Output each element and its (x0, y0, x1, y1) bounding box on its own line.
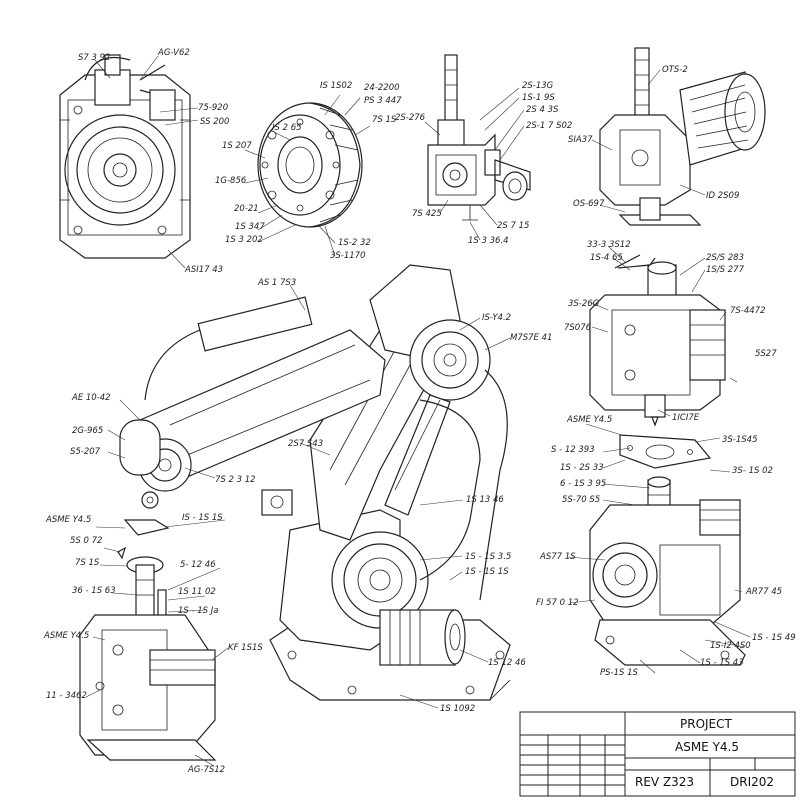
callout-label: ID 2S09 (706, 191, 739, 201)
callout-labels: S7 3 92 AG-V62 75-920 SS 200 ASI17 43 IS… (43, 48, 796, 775)
callout-label: 5S27 (755, 349, 777, 359)
callout-label: 2G-965 (72, 426, 103, 436)
callout-label: SIA37 (568, 135, 593, 145)
callout-label: 2S-1 7 S02 (526, 121, 572, 131)
callout-label: 7S 425 (412, 209, 442, 219)
callout-label: AR77 45 (745, 587, 782, 597)
callout-label: 1S - 1S Ja (178, 606, 219, 616)
callout-label: M7S7E 41 (510, 333, 552, 343)
callout-label: 33-3 3S12 (587, 240, 631, 250)
callout-label: AE 10-42 (71, 393, 111, 403)
title-block-revision: REV Z323 (635, 775, 694, 789)
callout-label: IS 1S02 (320, 81, 352, 91)
callout-label: 1S 3 36.4 (468, 236, 509, 246)
callout-label: 1S 13 46 (466, 495, 504, 505)
callout-label: ASME Y4.5 (45, 515, 91, 525)
callout-label: 3S-1170 (330, 251, 366, 261)
callout-label: SS 200 (200, 117, 229, 127)
callout-label: 7S 1S (75, 558, 100, 568)
callout-label: 2S/S 283 (706, 253, 744, 263)
vertical-spindle-block (427, 54, 531, 221)
callout-label: 36 - 1S 63 (72, 586, 116, 596)
callout-label: 1S-4 65 (590, 253, 623, 263)
callout-label: S - 12 393 (551, 445, 595, 455)
top-left-motor-housing (59, 54, 191, 259)
callout-label: 2S7 S43 (288, 439, 323, 449)
callout-label: OS-697 (573, 199, 605, 209)
callout-label: 6 - 1S 3 95 (560, 479, 606, 489)
callout-label: 1S 1092 (440, 704, 475, 714)
callout-label: 2S 4 3S (526, 105, 559, 115)
callout-label: 1S 347 (235, 222, 265, 232)
callout-label: 2S 7 15 (497, 221, 529, 231)
callout-label: 1S-1 9S (522, 93, 555, 103)
callout-label: IS 2 65 (272, 123, 302, 133)
title-block: PROJECT ASME Y4.5 REV Z323 DRI202 (519, 711, 796, 797)
callout-label: 7S076 (564, 323, 592, 333)
title-block-standard: ASME Y4.5 (675, 740, 739, 754)
top-right-motor-assembly (599, 47, 766, 226)
callout-label: 2S-13G (522, 81, 554, 91)
callout-label: 11 - 3462 (46, 691, 87, 701)
callout-label: 1S-I2 4S0 (710, 641, 751, 651)
title-block-project: PROJECT (680, 717, 733, 731)
callout-label: 3S- 1S 02 (732, 466, 773, 476)
industrial-robot-arm (119, 264, 511, 701)
callout-label: AG-7S12 (187, 765, 225, 775)
callout-label: 1S-2 32 (338, 238, 371, 248)
callout-label: 7S 1S (372, 115, 397, 125)
callout-label: 2S-276 (395, 113, 426, 123)
callout-label: 3S-26G (568, 299, 600, 309)
callout-label: 1G-856 (215, 176, 247, 186)
callout-label: 1S/S 277 (706, 265, 745, 275)
callout-label: 1S - 1S 49 (752, 633, 796, 643)
callout-label: AS 1 7S3 (257, 278, 296, 288)
callout-label: AG-V62 (157, 48, 190, 58)
callout-label: ASI17 43 (184, 265, 223, 275)
callout-label: PS 3 447 (364, 96, 402, 106)
callout-label: 5- 12 46 (180, 560, 216, 570)
callout-label: OTS-2 (662, 65, 688, 75)
callout-label: 1S 11 02 (178, 587, 216, 597)
callout-label: S5-207 (70, 447, 101, 457)
callout-label: 75-920 (198, 103, 228, 113)
callout-label: 1S - 2S 33 (560, 463, 604, 473)
callout-label: 5S-70 S5 (562, 495, 600, 505)
callout-label: 1S - 1S 1S (465, 567, 509, 577)
callout-label: 1S - 1S 43 (700, 658, 744, 668)
callout-label: 1S - 1S 3.5 (465, 552, 511, 562)
callout-label: IS-Y4.2 (482, 313, 511, 323)
bottom-right-spindle-assembly (589, 434, 746, 666)
callout-label: S7 3 92 (78, 53, 110, 63)
ring-bearing-flange (257, 102, 363, 228)
callout-label: PS-1S 1S (600, 668, 639, 678)
callout-label: ASME Y4.5 (43, 631, 89, 641)
right-middle-cylinder-component (589, 254, 726, 427)
callout-label: IS - 1S 1S (182, 513, 223, 523)
callout-label: 5S 0 72 (70, 536, 102, 546)
callout-label: 7S-4472 (730, 306, 766, 316)
callout-label: FI 57 0 12 (536, 598, 579, 608)
callout-label: 7S 2 3 12 (215, 475, 256, 485)
callout-label: 1S 3 202 (225, 235, 263, 245)
bottom-left-spindle-assembly (79, 519, 217, 761)
title-block-drawing-number: DRI202 (730, 775, 774, 789)
callout-label: KF 1S1S (228, 643, 263, 653)
callout-label: 20-21 (234, 204, 259, 214)
callout-label: 1ICI7E (672, 413, 700, 423)
callout-label: 1S 207 (222, 141, 252, 151)
callout-label: AS77 1S (539, 552, 576, 562)
callout-label: 1S 12 46 (488, 658, 526, 668)
callout-label: ASME Y4.5 (566, 415, 612, 425)
callout-label: 24-2200 (364, 83, 400, 93)
callout-label: 3S-1S45 (722, 435, 758, 445)
